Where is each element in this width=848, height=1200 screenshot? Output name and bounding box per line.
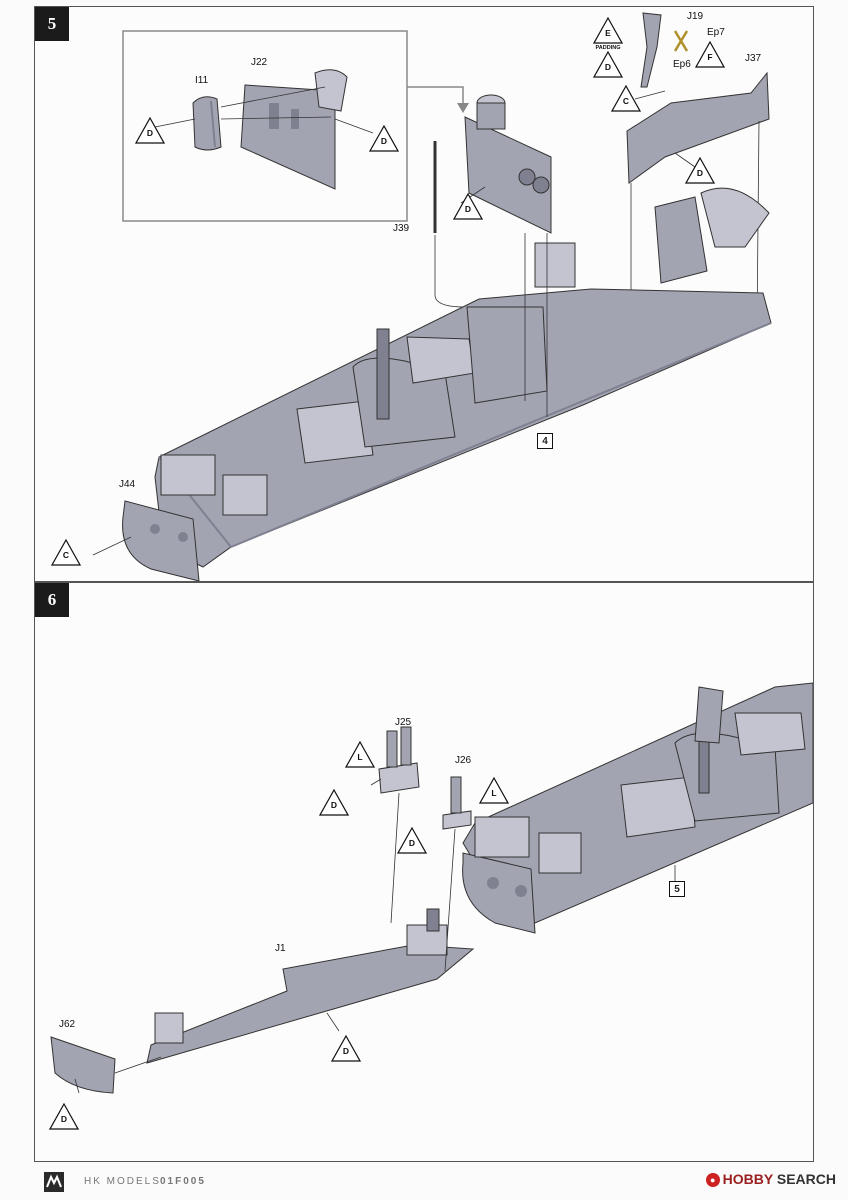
marker-d-inset-right: D — [368, 124, 400, 152]
part-j62 — [50, 1036, 116, 1094]
equipment-rack — [464, 116, 552, 234]
step-5-panel: 5 — [34, 6, 814, 582]
hk-models-logo-icon — [44, 1172, 64, 1192]
part-j25 — [378, 762, 420, 794]
label-j37: J37 — [745, 53, 762, 64]
marker-d-j62: D — [48, 1102, 80, 1130]
hobby-search-watermark: ●HOBBY SEARCH — [705, 1171, 836, 1187]
sub-assembly-ref-4: 4 — [537, 433, 553, 449]
marker-f: F — [694, 40, 726, 68]
part-j26 — [442, 810, 472, 830]
marker-d-j25: D — [318, 788, 350, 816]
part-j1 — [146, 944, 475, 1064]
part-j19 — [640, 12, 662, 88]
brand-name: HK MODELS — [84, 1176, 161, 1187]
part-j37 — [626, 71, 770, 184]
part-i11 — [192, 96, 222, 151]
marker-d-j19: D — [592, 50, 624, 78]
marker-d-inset-left: D — [134, 116, 166, 144]
marker-c-j19: C — [610, 84, 642, 112]
hobby-search-icon: ● — [705, 1173, 720, 1187]
label-ep7: Ep7 — [707, 27, 725, 38]
sub-assembly-ref-5: 5 — [669, 881, 685, 897]
marker-l-j26: L — [478, 776, 510, 804]
step-6-illustration — [50, 682, 813, 1094]
marker-d-j1: D — [330, 1034, 362, 1062]
step-6-panel: 6 J25 J26 J1 J62 — [34, 582, 814, 1162]
label-j62: J62 — [59, 1019, 76, 1030]
step-5-illustration — [92, 12, 772, 581]
label-j19: J19 — [687, 11, 704, 22]
step-number: 5 — [35, 7, 69, 41]
label-j26: J26 — [455, 755, 472, 766]
label-i11: I11 — [195, 75, 209, 86]
label-j25: J25 — [395, 717, 412, 728]
hull-floor — [154, 288, 772, 568]
label-j1: J1 — [275, 943, 286, 954]
step-number: 6 — [35, 583, 69, 617]
label-j22: J22 — [251, 57, 268, 68]
marker-c-stern: C — [50, 538, 82, 566]
marker-d-j26: D — [396, 826, 428, 854]
product-code: 01F005 — [160, 1176, 206, 1187]
watermark-search: SEARCH — [776, 1171, 836, 1187]
part-j22 — [240, 84, 336, 190]
dial-cluster — [700, 187, 770, 248]
detail-inset-box — [122, 30, 408, 222]
marker-d-j37: D — [684, 156, 716, 184]
marker-d-rack: D — [452, 192, 484, 220]
watermark-hobby: HOBBY — [722, 1171, 773, 1187]
label-j39: J39 — [393, 223, 410, 234]
marker-l-j25: L — [344, 740, 376, 768]
label-j44: J44 — [119, 479, 136, 490]
inset-arrow — [407, 86, 464, 107]
label-ep6: Ep6 — [673, 59, 691, 70]
marker-e-padding: E PADDING — [592, 16, 624, 51]
part-j44 — [122, 500, 200, 581]
